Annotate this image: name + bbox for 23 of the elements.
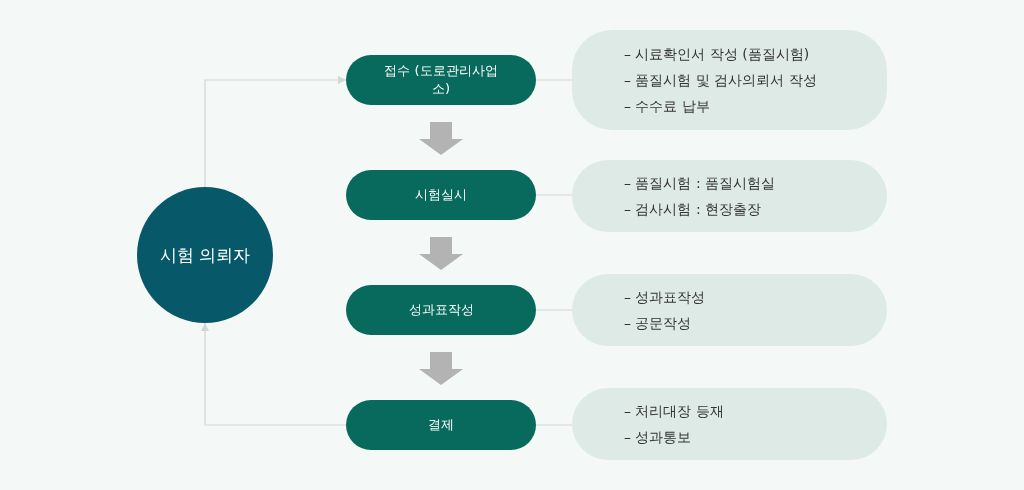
block-arrow [419,352,463,385]
list-item: – 공문작성 [624,314,693,333]
list-item: – 성과통보 [624,428,693,447]
arrow [201,322,347,426]
step-pill [346,170,536,220]
list-item: – 처리대장 등재 [624,402,725,421]
list-item: – 시료확인서 작성 (품질시험) [624,45,811,64]
list-item: – 성과표작성 [624,288,707,307]
list-item: – 수수료 납부 [624,97,711,116]
step-pill [346,400,536,450]
step-label: 성과표작성 [407,301,475,319]
list-item: – 검사시험 : 현장출장 [624,200,763,219]
block-arrow [419,237,463,270]
list-item: – 품질시험 : 품질시험실 [624,174,777,193]
arrow [204,76,347,188]
block-arrow [419,122,463,155]
step-label: 시험실시 [414,186,468,204]
circle-label: 시험 의뢰자 [159,243,251,267]
step-pill [346,55,536,105]
step-label: 접수 (도로관리사업소) [383,62,499,98]
list-item: – 품질시험 및 검사의뢰서 작성 [624,71,818,90]
step-label: 결제 [427,416,455,434]
step-pill [346,285,536,335]
